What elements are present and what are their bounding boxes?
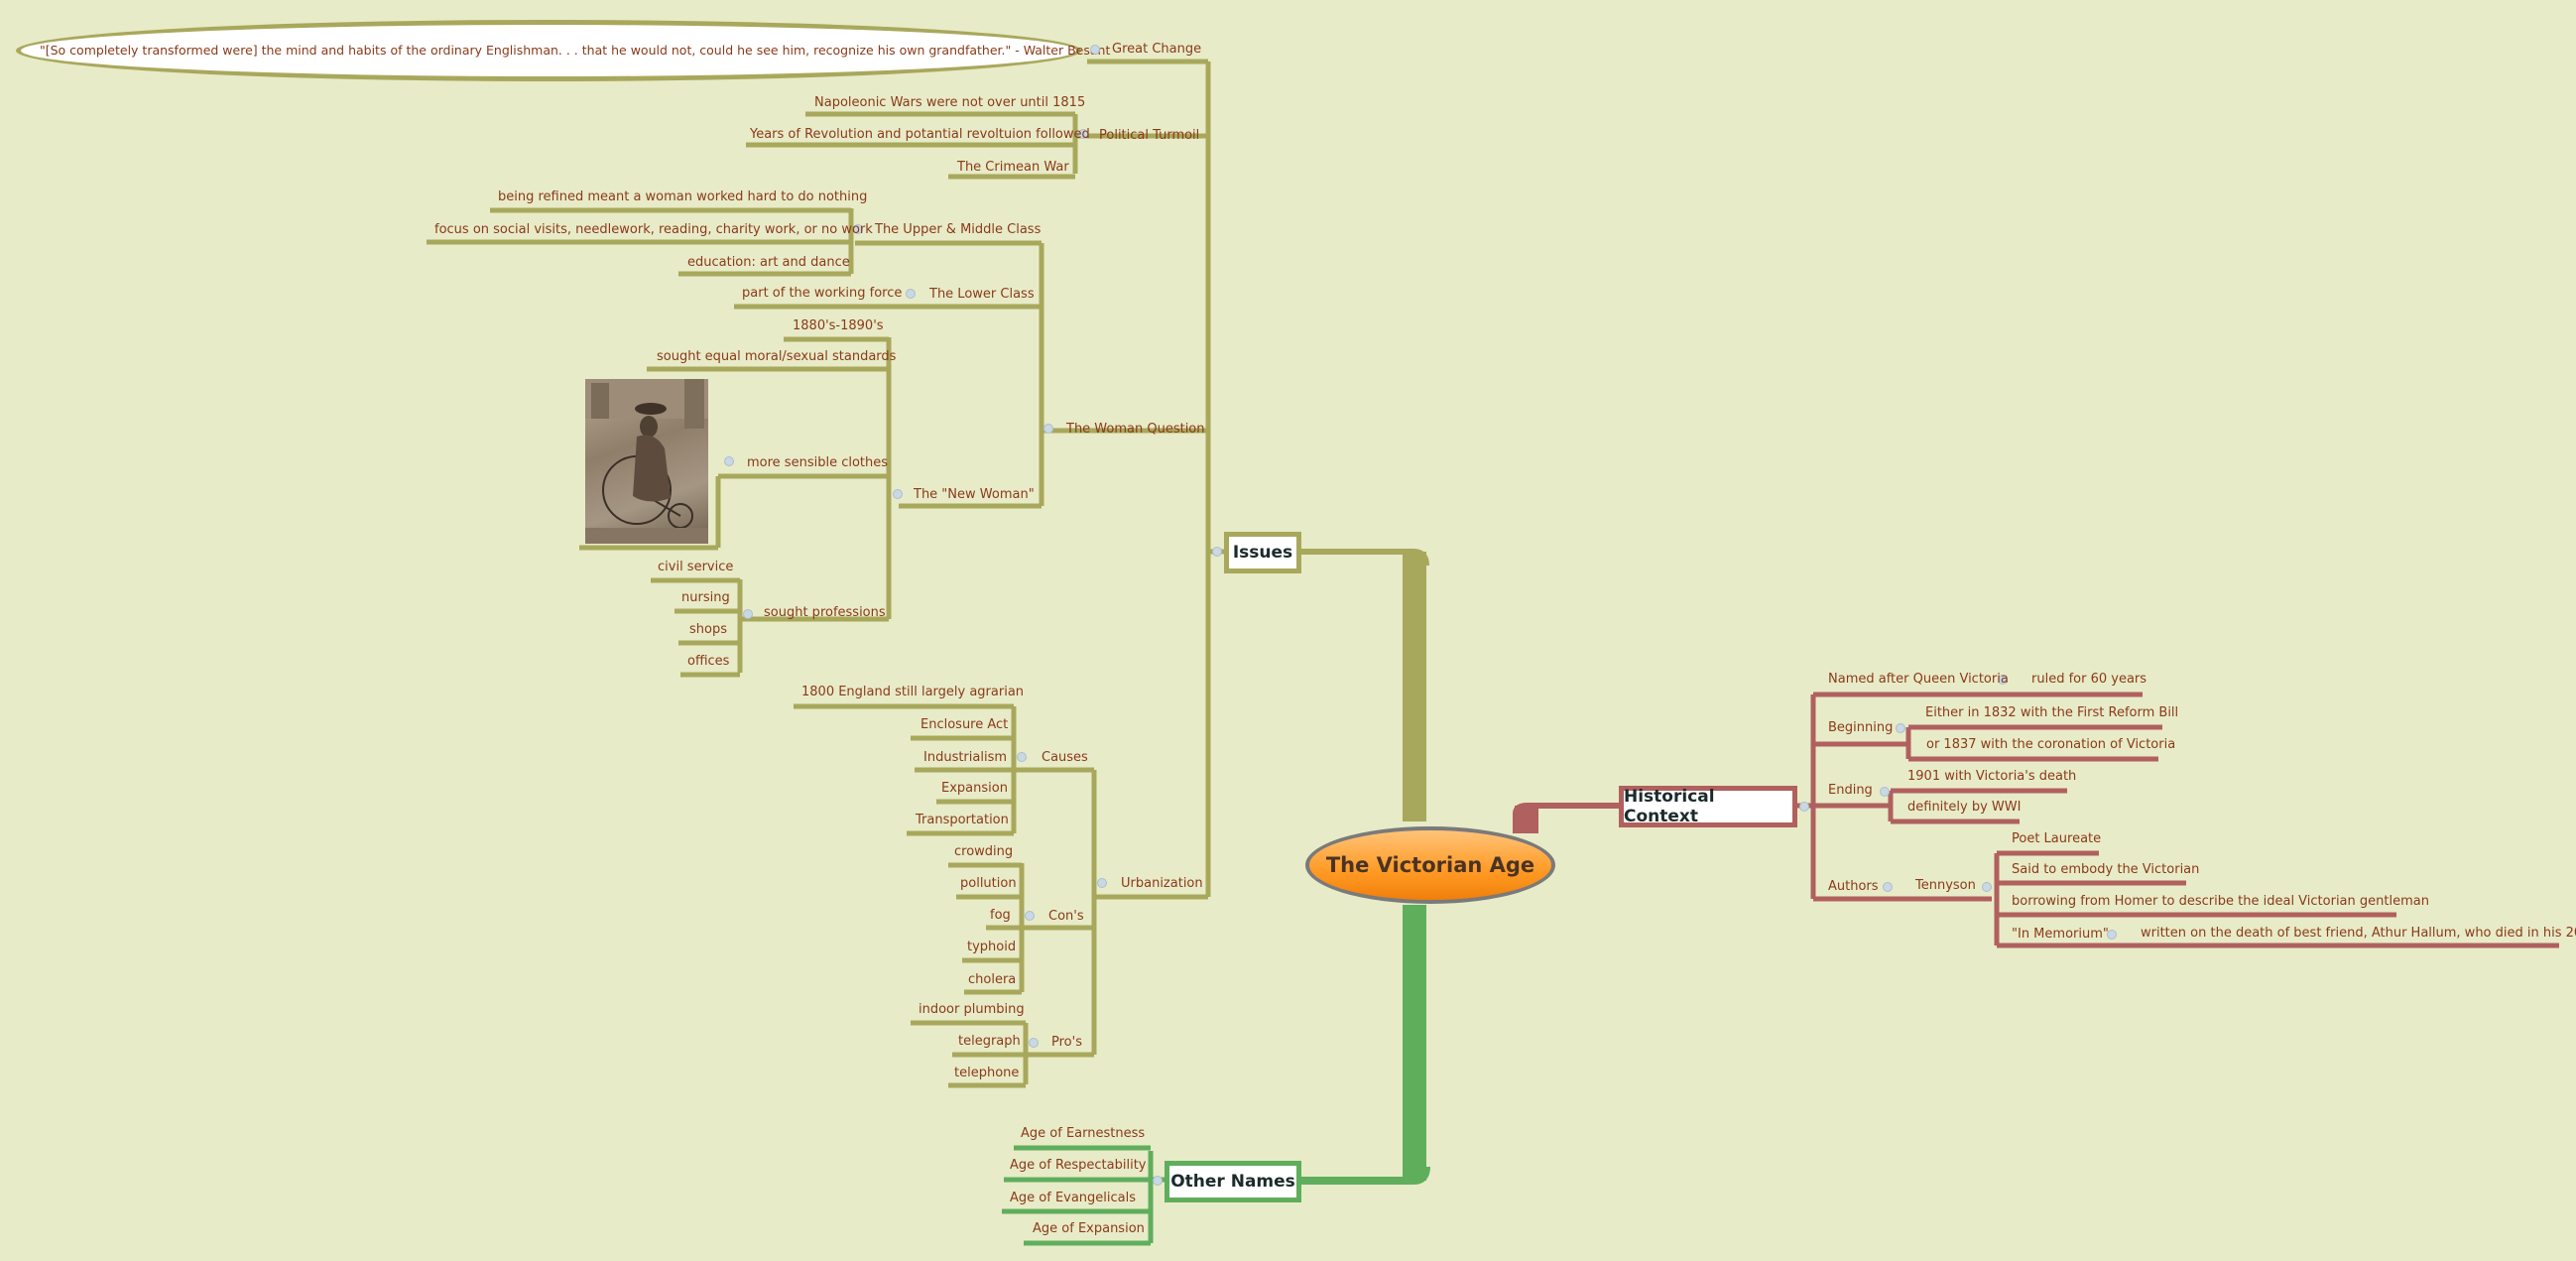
historical-trunk-block [1515,806,1538,833]
beginning-item[interactable]: or 1837 with the coronation of Victoria [1926,737,2176,752]
collapse-icon[interactable] [1896,723,1905,733]
named-after-label[interactable]: Named after Queen Victoria [1828,672,2009,687]
central-topic[interactable]: The Victorian Age [1305,826,1555,904]
historical-context-label: Historical Context [1624,787,1715,826]
beginning-item[interactable]: Either in 1832 with the First Reform Bil… [1925,705,2179,720]
upper-middle-item[interactable]: education: art and dance [687,255,850,270]
bicycle-illustration [585,379,708,544]
named-detail[interactable]: ruled for 60 years [2031,672,2147,687]
other-names-topic[interactable]: Other Names [1165,1161,1301,1202]
pro-item[interactable]: telegraph [958,1034,1021,1049]
con-item[interactable]: crowding [954,844,1014,859]
cause-item[interactable]: Transportation [916,813,1009,827]
new-woman-item[interactable]: 1880's-1890's [793,318,884,333]
collapse-icon[interactable] [1090,45,1100,55]
new-woman-label[interactable]: The "New Woman" [914,487,1035,502]
upper-middle-item[interactable]: focus on social visits, needlework, read… [434,222,873,237]
profession-item[interactable]: offices [687,654,730,669]
collapse-icon[interactable] [1017,752,1027,762]
profession-item[interactable]: nursing [681,590,730,605]
other-names-trunk-cap [1299,1166,1430,1185]
collapse-icon[interactable] [853,224,863,234]
beginning-label[interactable]: Beginning [1828,720,1894,735]
collapse-icon[interactable] [1043,424,1053,434]
memoriam-label[interactable]: "In Memorium" [2012,927,2109,942]
memoriam-detail[interactable]: written on the death of best friend, Ath… [2141,926,2576,941]
tennyson-item[interactable]: borrowing from Homer to describe the ide… [2012,894,2429,909]
cause-item[interactable]: Expansion [941,781,1008,796]
new-woman-item[interactable]: sought equal moral/sexual standards [657,349,897,364]
clothes-label[interactable]: more sensible clothes [747,455,889,470]
other-names-label: Other Names [1170,1172,1295,1192]
pro-item[interactable]: telephone [954,1066,1020,1080]
new-woman-bicycle-photo [585,379,708,544]
con-item[interactable]: pollution [960,876,1017,891]
other-name-item[interactable]: Age of Respectability [1010,1158,1147,1173]
upper-middle-item[interactable]: being refined meant a woman worked hard … [498,189,868,204]
collapse-icon[interactable] [1998,675,2008,685]
authors-label[interactable]: Authors [1828,879,1879,894]
great-change-label[interactable]: Great Change [1112,42,1202,57]
collapse-icon[interactable] [743,609,753,619]
urbanization-label[interactable]: Urbanization [1121,876,1203,891]
issues-trunk-cap [1299,549,1429,567]
cause-item[interactable]: 1800 England still largely agrarian [801,685,1025,699]
ending-label[interactable]: Ending [1828,783,1873,798]
issues-trunk [1403,552,1426,821]
con-item[interactable]: typhoid [967,940,1017,954]
ending-item[interactable]: 1901 with Victoria's death [1907,769,2077,784]
woman-question-label[interactable]: The Woman Question [1066,422,1205,437]
profession-item[interactable]: civil service [658,560,734,574]
cause-item[interactable]: Industrialism [923,750,1008,765]
collapse-icon[interactable] [1883,882,1893,892]
collapse-icon[interactable] [906,289,916,299]
professions-label[interactable]: sought professions [764,605,886,620]
collapse-icon[interactable] [1799,802,1809,812]
collapse-icon[interactable] [1153,1176,1163,1186]
lower-class-label[interactable]: The Lower Class [929,287,1035,302]
tennyson-item[interactable]: Poet Laureate [2012,831,2102,846]
causes-label[interactable]: Causes [1042,750,1088,765]
other-name-item[interactable]: Age of Evangelicals [1010,1191,1137,1205]
collapse-icon[interactable] [1078,129,1088,139]
historical-context-topic[interactable]: Historical Context [1619,786,1797,827]
collapse-icon[interactable] [1880,787,1890,797]
con-item[interactable]: cholera [968,972,1017,987]
collapse-icon[interactable] [1982,882,1992,892]
political-item[interactable]: Years of Revolution and potantial revolt… [750,127,1090,142]
political-item[interactable]: The Crimean War [957,160,1069,175]
besant-quote: "[So completely transformed were] the mi… [40,43,1111,58]
collapse-icon[interactable] [1212,547,1222,557]
con-item[interactable]: fog [990,908,1011,923]
tennyson-item[interactable]: Said to embody the Victorian [2012,862,2200,877]
ending-item[interactable]: definitely by WWI [1907,800,2022,815]
issues-topic-label: Issues [1232,543,1293,563]
lower-class-item[interactable]: part of the working force [742,286,903,301]
collapse-icon[interactable] [1097,878,1107,888]
collapse-icon[interactable] [893,489,903,499]
cons-label[interactable]: Con's [1048,909,1084,924]
political-item[interactable]: Napoleonic Wars were not over until 1815 [814,95,1086,110]
profession-item[interactable]: shops [689,622,727,637]
other-names-trunk [1403,905,1426,1181]
political-turmoil-label[interactable]: Political Turmoil [1099,128,1200,143]
pros-label[interactable]: Pro's [1051,1035,1082,1050]
upper-middle-class-label[interactable]: The Upper & Middle Class [875,222,1042,237]
collapse-icon[interactable] [1025,911,1035,921]
issues-topic[interactable]: Issues [1224,532,1301,573]
other-name-item[interactable]: Age of Earnestness [1021,1126,1146,1141]
tennyson-label[interactable]: Tennyson [1915,878,1976,893]
cause-item[interactable]: Enclosure Act [920,717,1009,732]
collapse-icon[interactable] [1029,1038,1039,1048]
collapse-icon[interactable] [2107,930,2117,940]
other-name-item[interactable]: Age of Expansion [1033,1221,1145,1236]
pro-item[interactable]: indoor plumbing [919,1002,1025,1017]
collapse-icon[interactable] [724,456,734,466]
quote-bubble [16,20,1081,81]
